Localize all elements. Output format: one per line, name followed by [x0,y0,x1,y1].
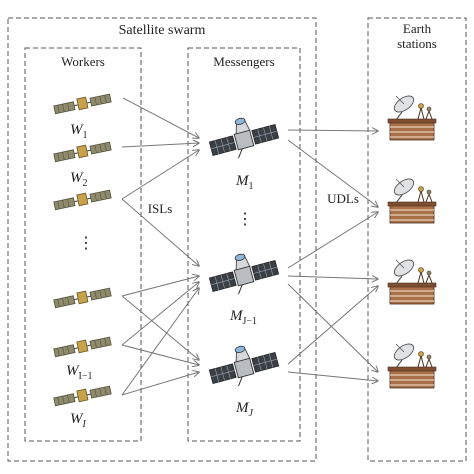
earth-station-icon [387,175,437,224]
earth-station-icon [387,340,437,389]
worker-satellite-icon [52,285,112,310]
earth-station-icon [387,92,437,141]
earth-label-line2: stations [397,36,437,51]
worker-label-w1: W1 [70,122,88,141]
worker-satellite-icon [52,139,112,164]
worker-satellite-icon [52,187,112,212]
messenger-label-m1: M1 [235,173,254,192]
messengers-ellipsis: ⋮ [237,211,253,228]
udl-label: UDLs [327,191,359,206]
worker-label-wi: WI [70,411,87,430]
messenger-satellite-icon [204,245,282,301]
earth-station-icon [387,256,437,305]
isl-links [121,97,199,396]
earth-label-line1: Earth [403,21,432,36]
messenger-satellite-icon [204,337,282,393]
udl-links [287,130,378,381]
messengers-box [187,47,301,442]
messenger-label-mj: MJ [235,400,254,419]
worker-satellite-icon [52,383,112,408]
satellite-swarm-box [7,17,317,462]
worker-label-wi-minus-1: WI−1 [66,363,92,382]
satellite-swarm-label: Satellite swarm [119,23,206,38]
isl-label: ISLs [148,201,173,216]
worker-satellite-icon [52,334,112,359]
worker-satellite-icon [52,91,112,116]
workers-box [24,47,142,442]
earth-stations-box [367,17,467,462]
messengers-label: Messengers [213,54,274,69]
workers-ellipsis: ⋮ [78,235,94,252]
worker-label-w2: W2 [70,170,88,189]
workers-label: Workers [61,54,105,69]
messenger-label-mj-minus-1: MJ−1 [229,308,257,327]
messenger-satellite-icon [204,109,282,165]
